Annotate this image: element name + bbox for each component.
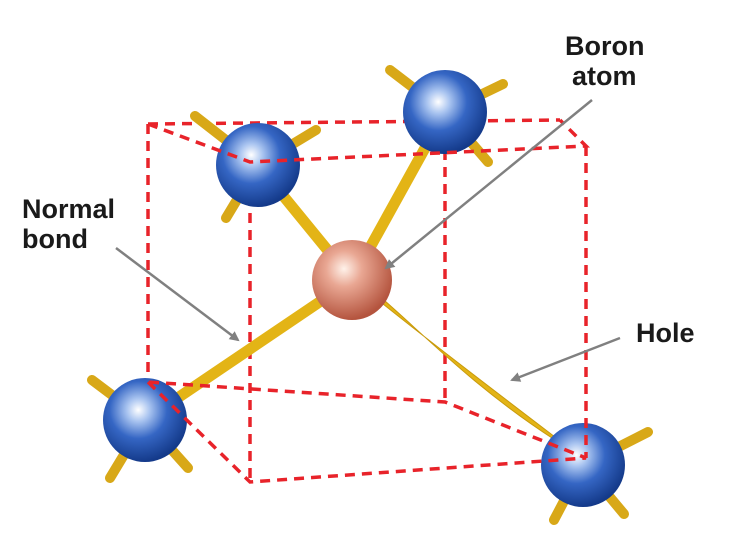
atom-top-left [216,123,300,207]
silicon-atoms [103,70,625,507]
pointer-arrows [115,99,621,382]
atom-top-right [403,70,487,154]
atom-bottom-left [103,378,187,462]
normal-bond-label-line1: Normal [22,194,115,224]
cube-front-edges [146,118,591,484]
boron-label-line1: Boron [565,31,644,61]
boron-atom [312,240,392,320]
hole-label: Hole [636,318,695,348]
boron-label-line2: atom [572,61,637,91]
normal-bond-label-line2: bond [22,224,88,254]
cube-back-edges [146,118,561,482]
boron-pointer-arrow [384,99,593,270]
hole-bond [369,287,586,461]
normal-bond-pointer-arrow [115,247,240,342]
atom-bottom-right [541,423,625,507]
hole-pointer-arrow [510,336,621,382]
